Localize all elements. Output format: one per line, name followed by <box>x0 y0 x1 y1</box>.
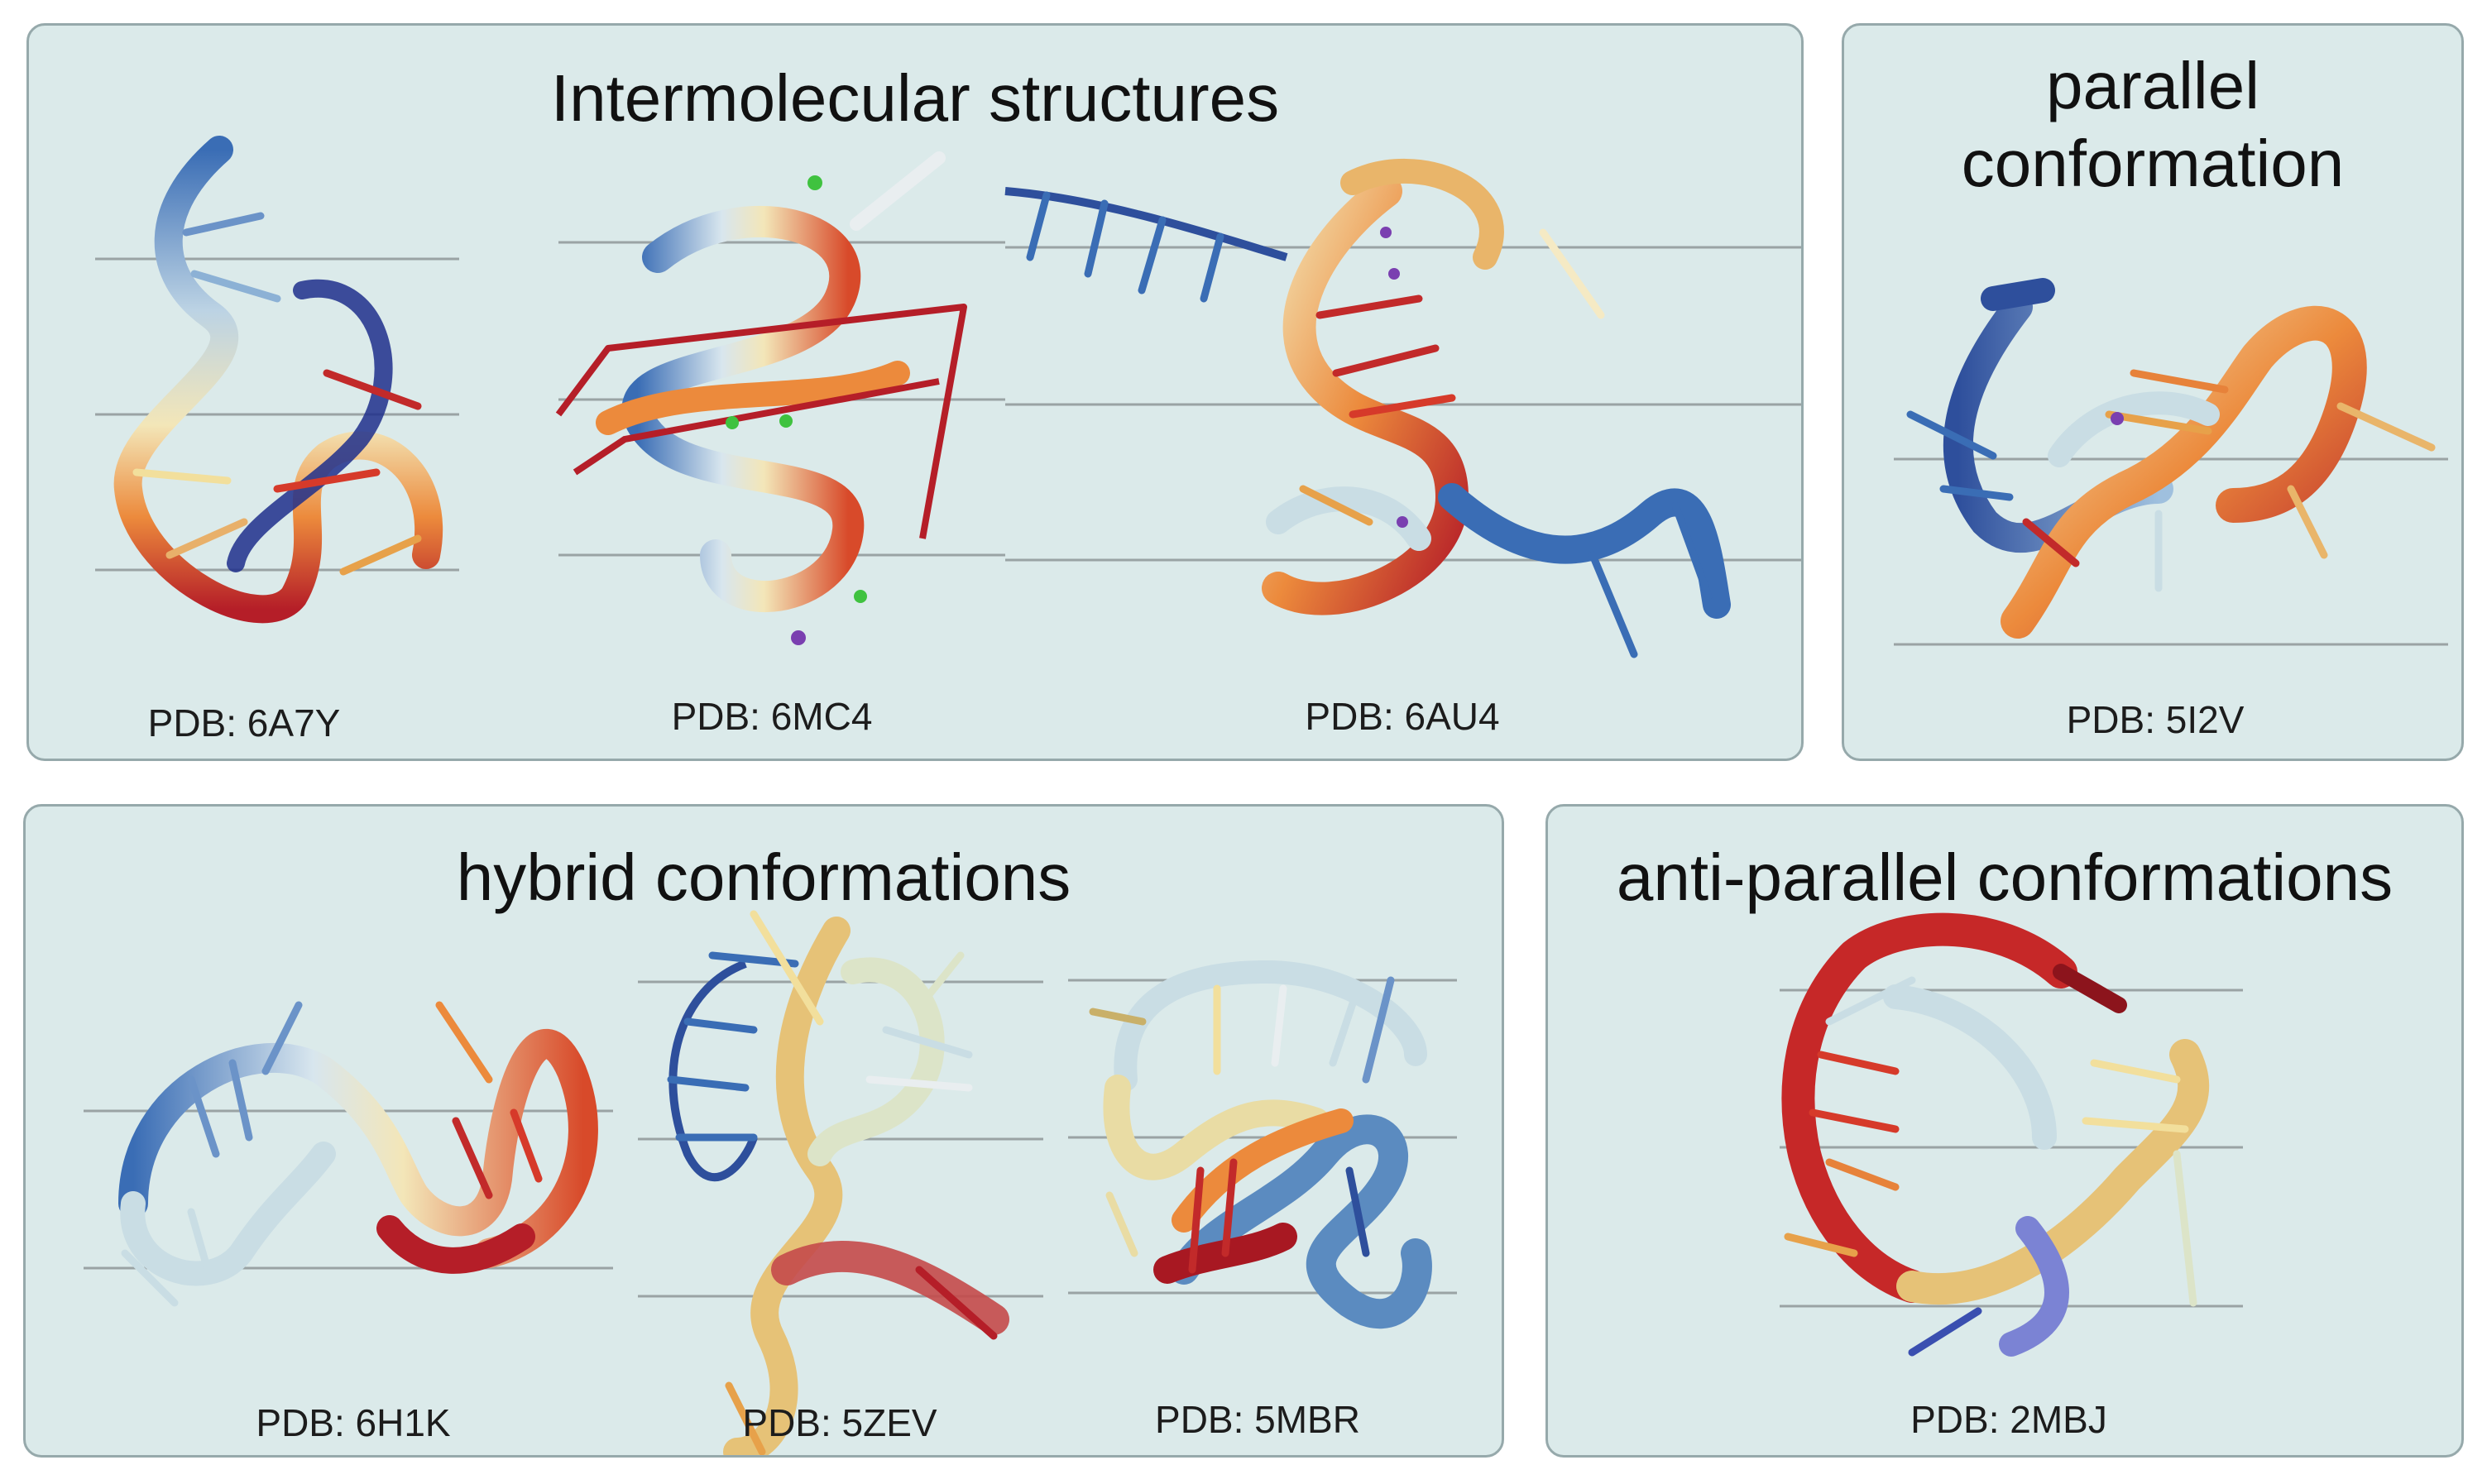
pdb-label-6mc4: PDB: 6MC4 <box>671 695 873 738</box>
structure-5zev-ribbon <box>667 910 1009 1455</box>
panel-title: anti-parallel conformations <box>1616 840 2394 914</box>
panel-title: Intermolecular structures <box>550 61 1280 135</box>
structure-6h1k-ribbon <box>118 1001 598 1307</box>
pdb-label-5zev: PDB: 5ZEV <box>742 1401 937 1444</box>
structure-5mbr-ribbon <box>1089 960 1432 1329</box>
pdb-label-5mbr: PDB: 5MBR <box>1155 1398 1360 1441</box>
intermolecular-structures-art <box>95 136 1801 658</box>
pdb-label-5i2v: PDB: 5I2V <box>2066 698 2245 741</box>
panel-title-line-2: conformation <box>1961 127 2345 200</box>
antiparallel-conformations-art <box>1780 912 2243 1357</box>
pdb-label-2mbj: PDB: 2MBJ <box>1910 1398 2107 1441</box>
panel-title: parallel conformation <box>1844 47 2461 203</box>
structure-6a7y-ribbon <box>113 136 443 624</box>
parallel-conformation-art <box>1894 278 2448 646</box>
pdb-label-6au4: PDB: 6AU4 <box>1305 695 1500 738</box>
panel-intermolecular-structures: Intermolecular structures PDB: 6A7Y PDB:… <box>26 23 1804 761</box>
structure-5i2v-ribbon <box>1906 278 2436 639</box>
hybrid-conformations-art <box>84 910 1457 1455</box>
panel-title: hybrid conformations <box>456 840 1071 914</box>
panel-antiparallel-conformations: anti-parallel conformations PDB: 2MBJ <box>1545 804 2464 1458</box>
pdb-label-6h1k: PDB: 6H1K <box>256 1401 451 1444</box>
panel-hybrid-conformations: hybrid conformations PDB: 6H1K PDB: 5ZEV… <box>23 804 1504 1458</box>
panel-parallel-conformation: parallel conformation PDB: 5I2V <box>1842 23 2464 761</box>
structure-6au4-ribbon <box>1004 159 1731 658</box>
structure-6mc4-ribbon <box>555 151 967 645</box>
structure-2mbj-ribbon <box>1781 912 2210 1357</box>
panel-title-line-1: parallel <box>2046 49 2259 122</box>
pdb-label-6a7y: PDB: 6A7Y <box>147 701 341 744</box>
